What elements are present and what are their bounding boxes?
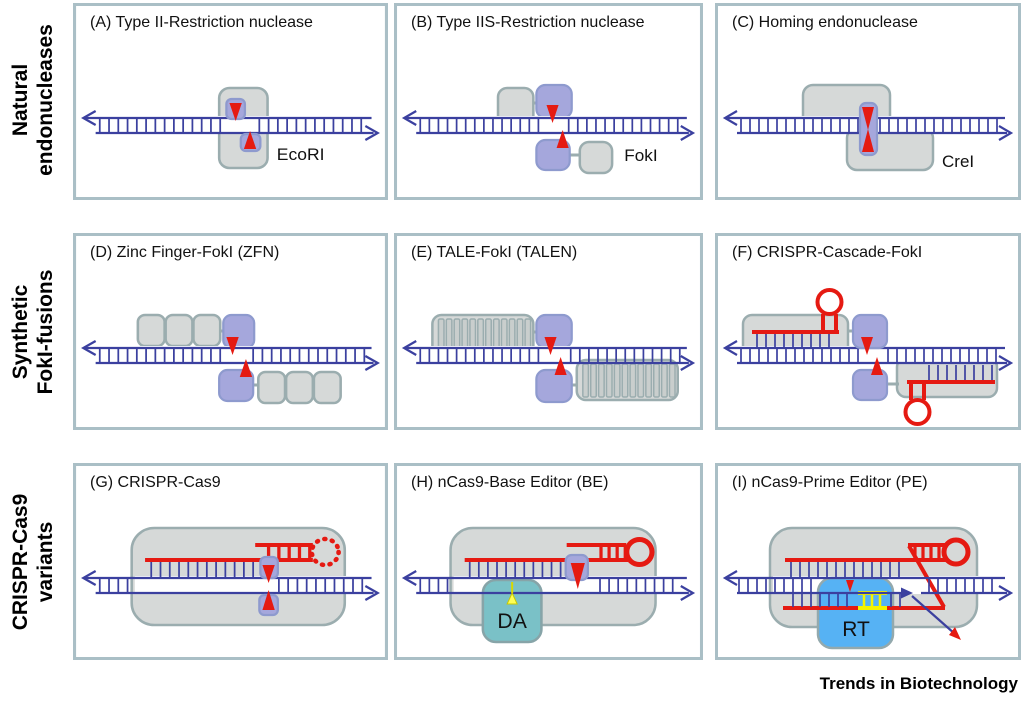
cut-site-arrow-top [226, 337, 239, 355]
rna-hairpin-loop-dotted [309, 536, 341, 568]
row-label-line: CRISPR-Cas9 [8, 493, 32, 631]
dna-band [78, 116, 383, 134]
nick-site-arrow [846, 580, 854, 592]
guide-rna [464, 537, 655, 577]
tale-repeats [582, 363, 676, 398]
cut-site-arrow-top [262, 565, 275, 583]
panel-title: (B) Type IIS-Restriction nuclease [411, 14, 645, 31]
row-label-synthetic-foki-fusions: Synthetic FokI-fusions [8, 270, 58, 395]
cut-site-arrow-top [229, 103, 242, 121]
dna-ladder [81, 570, 380, 601]
dna-ladder [81, 340, 380, 371]
panel-ncas9-prime-editor: RT (I) nCas9-Prime Editor (PE) [715, 463, 1021, 660]
dna-ladder [401, 340, 696, 371]
base-edit-arrow [506, 591, 518, 605]
cut-site-arrow-bottom [243, 131, 257, 149]
dna-ladder [401, 110, 696, 141]
panel-type-ii-restriction: EcoRI (A) Type II-Restriction nuclease [73, 3, 388, 200]
panel-title: (C) Homing endonuclease [732, 14, 918, 31]
edited-base-pairs [862, 595, 882, 606]
cut-site-arrow-bottom [554, 357, 567, 375]
panel-title: (I) nCas9-Prime Editor (PE) [732, 474, 928, 491]
guide-rna [145, 536, 341, 577]
dna-band [78, 346, 383, 364]
journal-logo: Trends in Biotechnology [819, 674, 1018, 693]
dna-ladder [722, 570, 1014, 601]
guide-rna-bottom [903, 365, 995, 426]
cut-site-arrow-bottom [262, 590, 275, 610]
dna-ladder [722, 110, 1014, 141]
panel-homing-endonuclease: CreI (C) Homing endonuclease [715, 3, 1021, 200]
rna-hairpin-loop [624, 537, 655, 567]
cut-site-arrow-top [544, 337, 557, 355]
cut-site-arrow-bottom [239, 359, 253, 377]
row-label-line: Synthetic [8, 284, 32, 380]
foki-nuclease-bottom [851, 368, 889, 402]
pegrna-extension [907, 545, 946, 608]
panel-zinc-finger-foki: (D) Zinc Finger-FokI (ZFN) [73, 233, 388, 430]
dna-binding-domain-bottom [578, 140, 614, 175]
row-label-line: endonucleases [34, 24, 57, 176]
displaced-strand [911, 595, 956, 635]
foki-nuclease-top [851, 313, 889, 350]
zinc-finger-top [136, 313, 166, 348]
panel-tale-foki: (E) TALE-FokI (TALEN) [394, 233, 703, 430]
zinc-finger-top [164, 313, 194, 348]
panel-title: (D) Zinc Finger-FokI (ZFN) [90, 244, 280, 261]
zinc-finger-top [192, 313, 222, 348]
dna-band [134, 576, 380, 594]
panel-title: (G) CRISPR-Cas9 [90, 474, 221, 491]
deaminase-label: DA [497, 610, 527, 633]
rna-hairpin-loop [815, 288, 844, 316]
row-label-line: FokI-fusions [34, 269, 57, 395]
panel-title: (H) nCas9-Base Editor (BE) [411, 474, 609, 491]
row-label-line: variants [34, 521, 57, 603]
rt-label: RT [842, 618, 870, 641]
enzyme-label: CreI [942, 152, 974, 171]
dna-ladder [401, 570, 696, 601]
dna-ladder [81, 110, 380, 141]
panel-title: (A) Type II-Restriction nuclease [90, 14, 313, 31]
rna-hairpin-loop [903, 398, 932, 426]
foki-nuclease-top [222, 313, 256, 350]
row-label-line: Natural [8, 63, 32, 137]
panel-title: (F) CRISPR-Cascade-FokI [732, 244, 923, 261]
cut-site-arrow-bottom [862, 129, 874, 152]
catalytic-site [858, 101, 879, 157]
zinc-finger-bottom [284, 370, 315, 405]
pegrna-guide [785, 537, 971, 608]
rna-hairpin-loop [941, 537, 971, 567]
panel-ncas9-base-editor: DA (H) nCas9-Base Editor (BE) [394, 463, 703, 660]
guide-rna-top [752, 288, 844, 348]
zinc-finger-bottom [312, 370, 342, 405]
cut-site-arrow-bottom [871, 357, 883, 375]
panel-crispr-cascade-foki: (F) CRISPR-Cascade-FokI [715, 233, 1021, 430]
row-label-natural-endonucleases: Natural endonucleases [8, 24, 58, 176]
panel-title: (E) TALE-FokI (TALEN) [411, 244, 578, 261]
nick-site-arrow [570, 563, 585, 589]
extension-arrow [901, 587, 913, 599]
row-label-crispr-cas9-variants: CRISPR-Cas9 variants [8, 494, 58, 631]
foki-nuclease-bottom [218, 368, 255, 403]
cut-site-arrow-top [546, 105, 559, 123]
foki-nuclease-bottom [535, 368, 573, 404]
displaced-strand-tip [949, 627, 961, 640]
panel-crispr-cas9: (G) CRISPR-Cas9 [73, 463, 388, 660]
enzyme-label: EcoRI [277, 144, 325, 164]
panel-type-iis-restriction: FokI (B) Type IIS-Restriction nuclease [394, 3, 703, 200]
zinc-finger-bottom [257, 370, 287, 405]
deaminase-domain [481, 578, 543, 644]
enzyme-label: FokI [624, 146, 657, 165]
cut-site-arrow-bottom [556, 130, 569, 148]
cut-site-arrow-top [861, 337, 873, 355]
cut-site-arrow-top [862, 107, 874, 130]
